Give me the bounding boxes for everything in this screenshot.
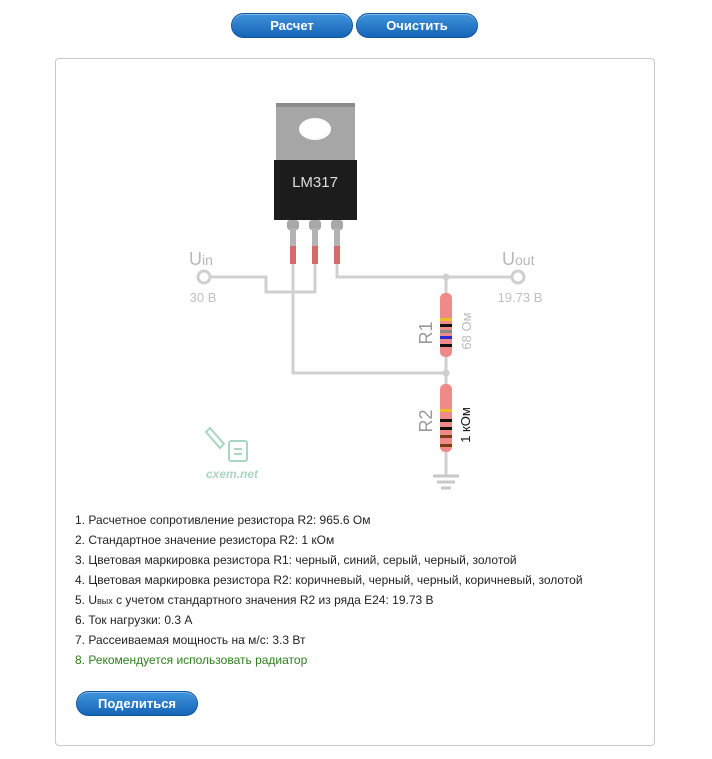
cxem-logo-icon [204,426,248,462]
share-button[interactable]: Поделиться [76,691,198,716]
uout-terminal [510,269,526,285]
results-list: 1. Расчетное сопротивление резистора R2:… [75,510,583,670]
uin-label: Uin [189,249,213,269]
uout-value: 19.73 В [498,290,543,305]
uout-label: Uout [502,249,535,269]
resistor-r2 [440,384,452,452]
result-item: 5. Uвых с учетом стандартного значения R… [75,590,583,610]
recommendation-item: 8. Рекомендуется использовать радиатор [75,653,308,667]
uin-terminal [196,269,212,285]
lm317-chip: LM317 [274,103,357,264]
result-item: 3. Цветовая маркировка резистора R1: чер… [75,553,517,567]
uin-value: 30 В [190,290,217,305]
r1-label: R1 [416,321,436,344]
result-item: 6. Ток нагрузки: 0.3 А [75,613,193,627]
result-item: 7. Рассеиваемая мощность на м/с: 3.3 Вт [75,633,306,647]
r1-value: 68 Ом [459,312,474,349]
result-item: 1. Расчетное сопротивление резистора R2:… [75,513,371,527]
result-item: 4. Цветовая маркировка резистора R2: кор… [75,573,583,587]
ground-icon [433,474,459,490]
result-text: с учетом стандартного значения R2 из ряд… [112,593,434,607]
result-prefix: 5. U [75,593,98,607]
calculate-button[interactable]: Расчет [231,13,353,38]
clear-button[interactable]: Очистить [356,13,478,38]
junction-dot [442,369,450,377]
r2-label: R2 [416,409,436,432]
watermark-text: cxem.net [206,467,259,481]
result-subscript: вых [97,596,113,606]
result-item: 2. Стандартное значение резистора R2: 1 … [75,533,335,547]
chip-label: LM317 [292,174,338,191]
wires [204,262,518,475]
resistor-r1 [440,293,452,357]
junction-dot [442,273,450,281]
r2-value: 1 кОм [458,407,473,443]
mounting-hole [299,118,331,140]
